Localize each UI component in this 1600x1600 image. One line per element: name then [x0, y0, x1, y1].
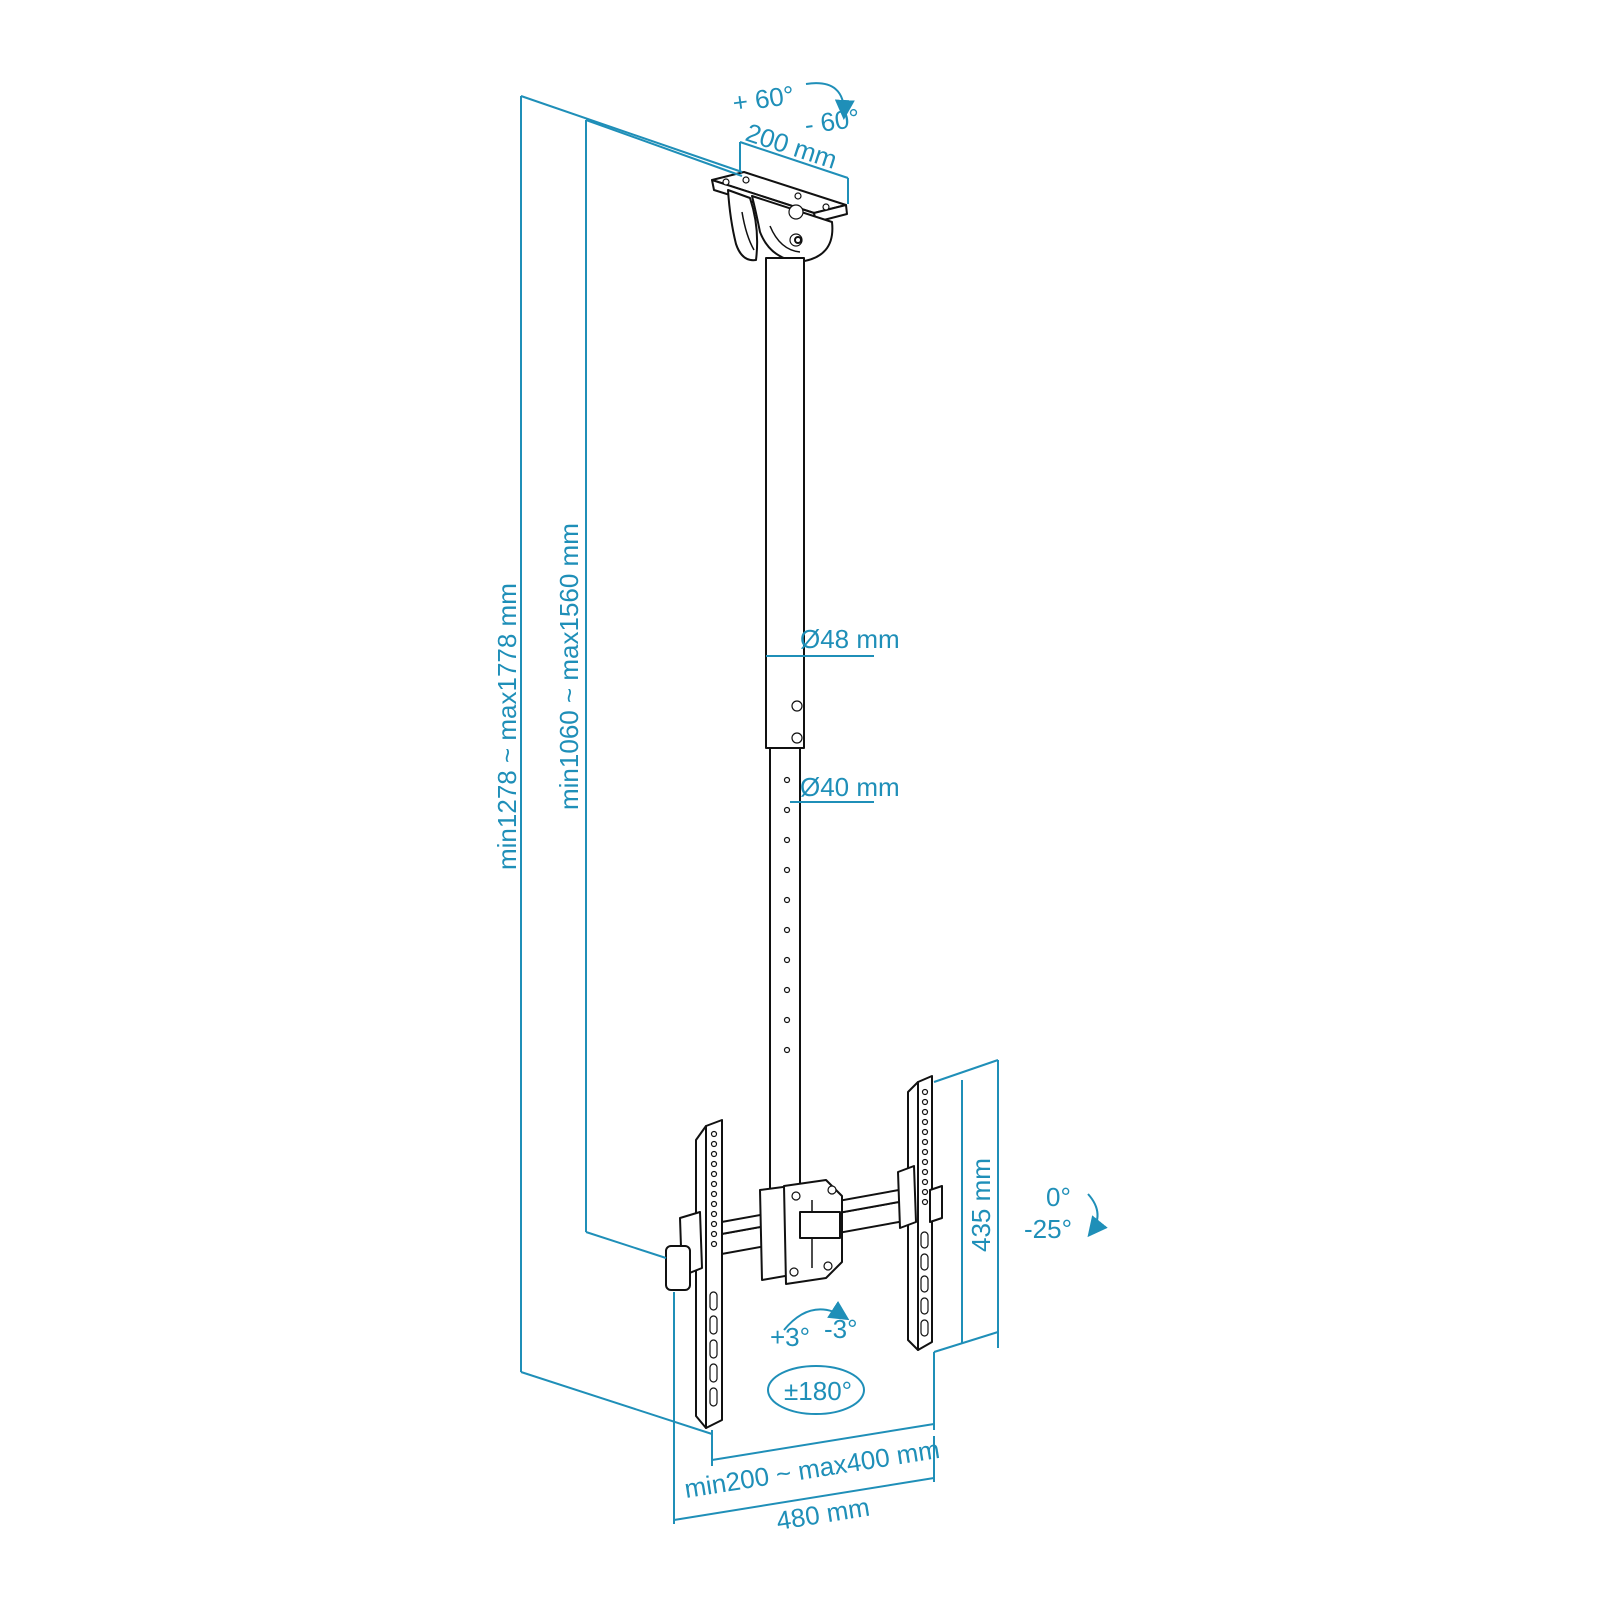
- total-height-label: min1278 ~ max1778 mm: [492, 583, 522, 870]
- bracket-slot: [920, 1253, 929, 1271]
- swivel-full-label: ±180°: [784, 1376, 852, 1406]
- bracket-hole: [921, 1108, 929, 1116]
- plate-width-dimension-line: [739, 141, 849, 179]
- rotation-minus-label: -3°: [824, 1314, 858, 1344]
- pole-adjustment-hole: [783, 776, 791, 784]
- swivel-arc-top: [805, 82, 855, 120]
- bracket-hole: [710, 1210, 718, 1218]
- lower-pole: [769, 747, 801, 1191]
- pole-adjustment-hole: [783, 896, 791, 904]
- pole-adjustment-hole: [783, 836, 791, 844]
- dimension-lines: [520, 82, 1108, 1524]
- pole-outer-diameter-label: Ø48 mm: [800, 624, 900, 654]
- pole-inner-diameter-label: Ø40 mm: [800, 772, 900, 802]
- bracket-hole: [710, 1200, 718, 1208]
- tilt-top-label: 0°: [1046, 1182, 1071, 1212]
- right-vertical-bracket: [897, 1075, 943, 1351]
- bracket-slot: [920, 1319, 929, 1337]
- left-vertical-bracket: [665, 1119, 723, 1429]
- bracket-hole: [921, 1098, 929, 1106]
- rotation-plus-label: +3°: [770, 1322, 810, 1352]
- pole-adjustment-hole: [783, 986, 791, 994]
- bracket-height-label: 435 mm: [966, 1158, 996, 1252]
- pole-adjustment-hole: [783, 866, 791, 874]
- pole-adjustment-hole: [783, 1016, 791, 1024]
- tilt-arc: [1087, 1193, 1108, 1238]
- bracket-hole: [710, 1240, 718, 1248]
- swivel-plus-label: + 60°: [731, 80, 796, 118]
- bracket-hole: [710, 1150, 718, 1158]
- bracket-slot: [920, 1231, 929, 1249]
- bracket-hole: [710, 1220, 718, 1228]
- bracket-slot: [709, 1363, 718, 1383]
- bracket-hole: [921, 1168, 929, 1176]
- upper-pole: [765, 257, 805, 749]
- bracket-slot: [709, 1291, 718, 1311]
- bracket-hole: [710, 1140, 718, 1148]
- bracket-hole: [921, 1088, 929, 1096]
- bracket-slot: [920, 1297, 929, 1315]
- ceiling-plate: [711, 171, 848, 263]
- bracket-hole: [710, 1230, 718, 1238]
- pole-length-label: min1060 ~ max1560 mm: [554, 523, 584, 810]
- mount-product-drawing: [665, 171, 943, 1429]
- bracket-slot: [709, 1339, 718, 1359]
- bracket-hole: [710, 1160, 718, 1168]
- pole-adjustment-hole: [783, 1046, 791, 1054]
- vesa-spacing-dimension-line: [711, 1423, 935, 1461]
- swivel-minus-label: - 60°: [803, 103, 862, 140]
- rotation-arc: [783, 1300, 850, 1331]
- pole-adjustment-hole: [783, 956, 791, 964]
- bracket-hole: [710, 1180, 718, 1188]
- bracket-hole: [710, 1130, 718, 1138]
- swivel-ellipse: [767, 1365, 865, 1415]
- bracket-slot: [709, 1315, 718, 1335]
- bracket-hole: [710, 1170, 718, 1178]
- bracket-hole: [921, 1128, 929, 1136]
- bracket-hole: [921, 1198, 929, 1206]
- bracket-width-label: 480 mm: [774, 1492, 871, 1536]
- pole-adjustment-hole: [783, 926, 791, 934]
- bracket-hole: [710, 1190, 718, 1198]
- bracket-hole: [921, 1138, 929, 1146]
- tilt-bottom-label: -25°: [1024, 1214, 1072, 1244]
- bracket-hole: [921, 1178, 929, 1186]
- pole-adjustment-hole: [783, 806, 791, 814]
- bracket-width-dimension-line: [673, 1477, 935, 1521]
- bracket-hole: [921, 1148, 929, 1156]
- bracket-slot: [920, 1275, 929, 1293]
- bracket-hole: [921, 1188, 929, 1196]
- bracket-slot: [709, 1387, 718, 1407]
- bracket-hole: [921, 1118, 929, 1126]
- tilt-head: [759, 1179, 843, 1285]
- bracket-hole: [921, 1158, 929, 1166]
